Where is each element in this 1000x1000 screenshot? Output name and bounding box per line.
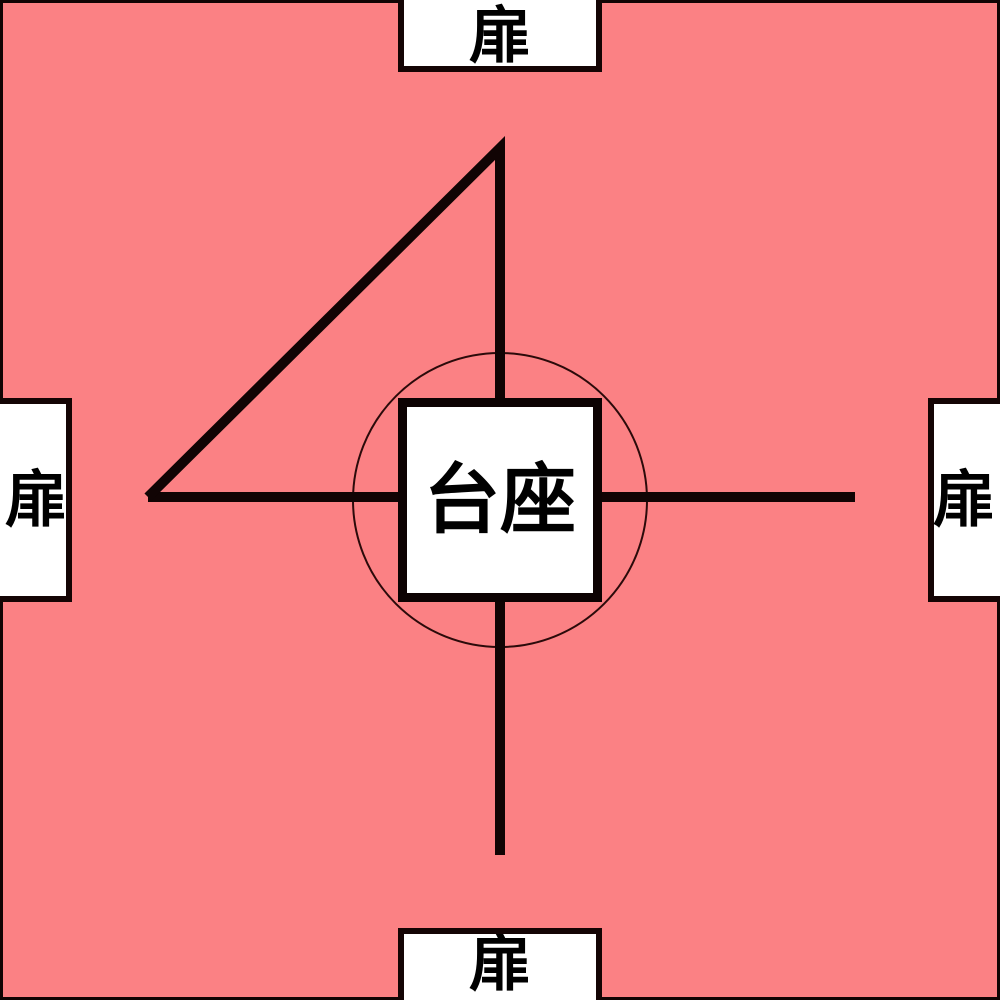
door-bottom-label: 扉: [468, 928, 531, 1000]
pedestal-label: 台座: [424, 455, 576, 544]
door-right[interactable]: 扉: [928, 398, 1000, 602]
door-left[interactable]: 扉: [0, 398, 72, 602]
door-left-label: 扉: [4, 463, 67, 536]
sight-triangle-icon: [144, 136, 505, 501]
door-top-label: 扉: [468, 0, 531, 72]
pedestal-box[interactable]: 台座: [398, 398, 602, 602]
door-right-label: 扉: [932, 463, 995, 536]
door-bottom[interactable]: 扉: [398, 928, 602, 1000]
door-top[interactable]: 扉: [398, 0, 602, 72]
